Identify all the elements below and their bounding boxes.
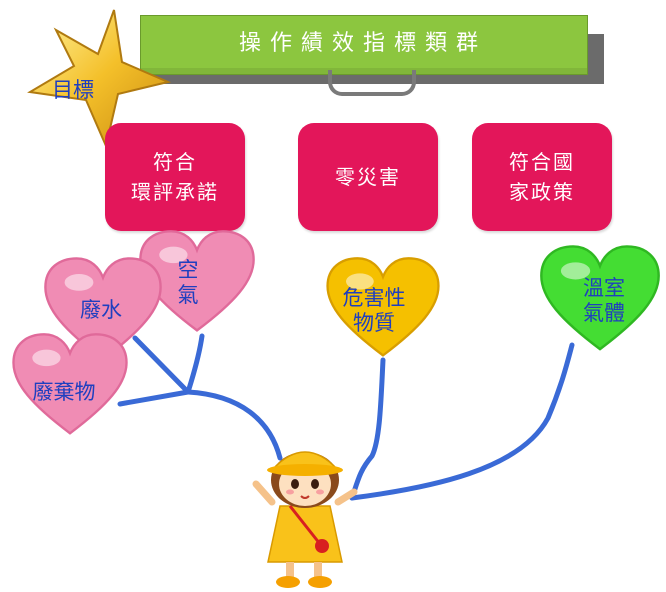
heart-label-wastewater: 廢水 — [80, 298, 122, 322]
banner-hook — [328, 70, 416, 96]
heart-greenhouse-gas — [540, 245, 660, 351]
goal-box-zero-accident: 零災害 — [298, 123, 438, 231]
heart-label-solid-waste: 廢棄物 — [32, 380, 96, 404]
heart-solid-waste — [12, 333, 128, 435]
goal-box-label: 零災害 — [335, 165, 401, 189]
goal-box-environmental: 符合 環評承諾 — [105, 123, 245, 231]
goal-box-label: 符合國 家政策 — [509, 150, 575, 204]
heart-label-hazardous-material: 危害性 物質 — [342, 286, 406, 335]
heart-wastewater — [44, 257, 162, 361]
banner-title: 操作績效指標類群 — [238, 31, 487, 56]
gold-star-icon — [27, 9, 172, 150]
heart-label-air: 空 氣 — [177, 258, 199, 307]
girl-mascot-icon — [252, 451, 358, 588]
goal-box-national-policy: 符合國 家政策 — [472, 123, 612, 231]
heart-label-greenhouse-gas: 溫室 氣體 — [583, 276, 625, 325]
title-banner — [140, 15, 588, 75]
heart-hazardous-material — [326, 257, 440, 357]
goal-star-label: 目標 — [52, 78, 94, 102]
goal-box-label: 符合 環評承諾 — [131, 150, 219, 204]
